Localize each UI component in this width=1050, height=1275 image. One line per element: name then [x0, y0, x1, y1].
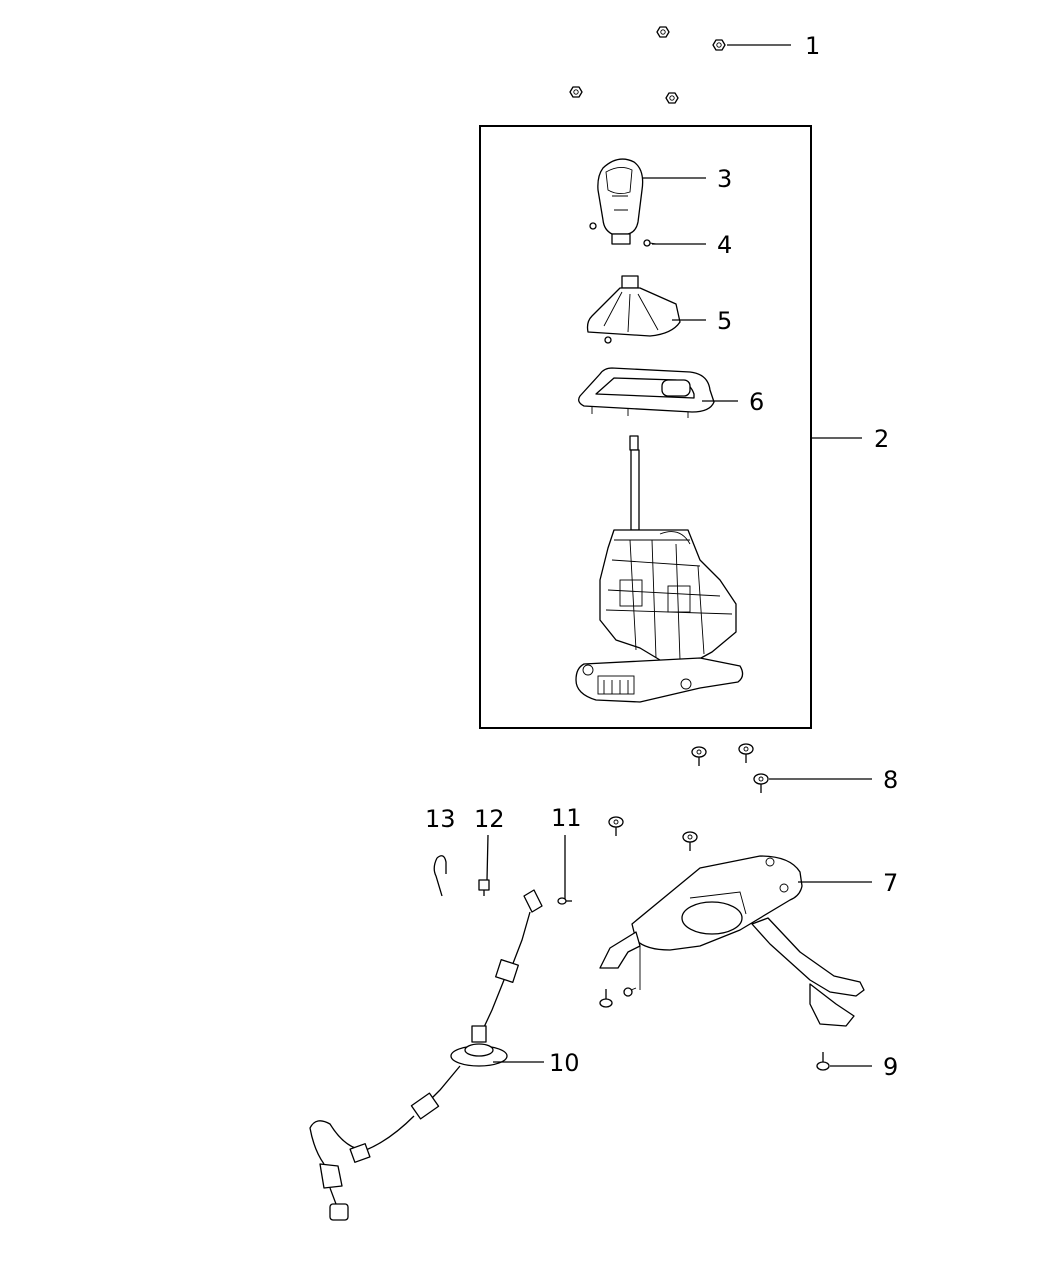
part-13-clip — [433, 855, 447, 897]
part-5-boot — [586, 275, 681, 344]
part-10-shift-cable — [309, 889, 543, 1221]
callout-3: 3 — [717, 165, 732, 193]
callout-12: 12 — [474, 805, 505, 833]
callout-9: 9 — [883, 1053, 898, 1081]
callout-7: 7 — [883, 869, 898, 897]
part-9-bolts — [599, 989, 830, 1071]
part-11-pin — [557, 897, 572, 905]
callout-10: 10 — [549, 1049, 580, 1077]
callout-4: 4 — [717, 231, 732, 259]
part-12-pin — [478, 879, 490, 896]
callout-2: 2 — [874, 425, 889, 453]
callout-6: 6 — [749, 388, 764, 416]
part-7-bracket — [599, 855, 865, 1027]
part-1-nuts — [569, 26, 726, 104]
callout-11: 11 — [551, 804, 582, 832]
part-2-assembly-box — [479, 125, 812, 729]
callout-8: 8 — [883, 766, 898, 794]
part-3-shift-knob — [589, 158, 644, 245]
part-8-bolts — [608, 743, 769, 851]
leader-lines — [486, 44, 872, 1067]
callout-13: 13 — [425, 805, 456, 833]
part-2-shifter-mechanism — [575, 435, 744, 703]
callout-5: 5 — [717, 307, 732, 335]
part-6-bezel — [578, 367, 715, 418]
callout-1: 1 — [805, 32, 820, 60]
part-4-screw — [643, 239, 657, 247]
